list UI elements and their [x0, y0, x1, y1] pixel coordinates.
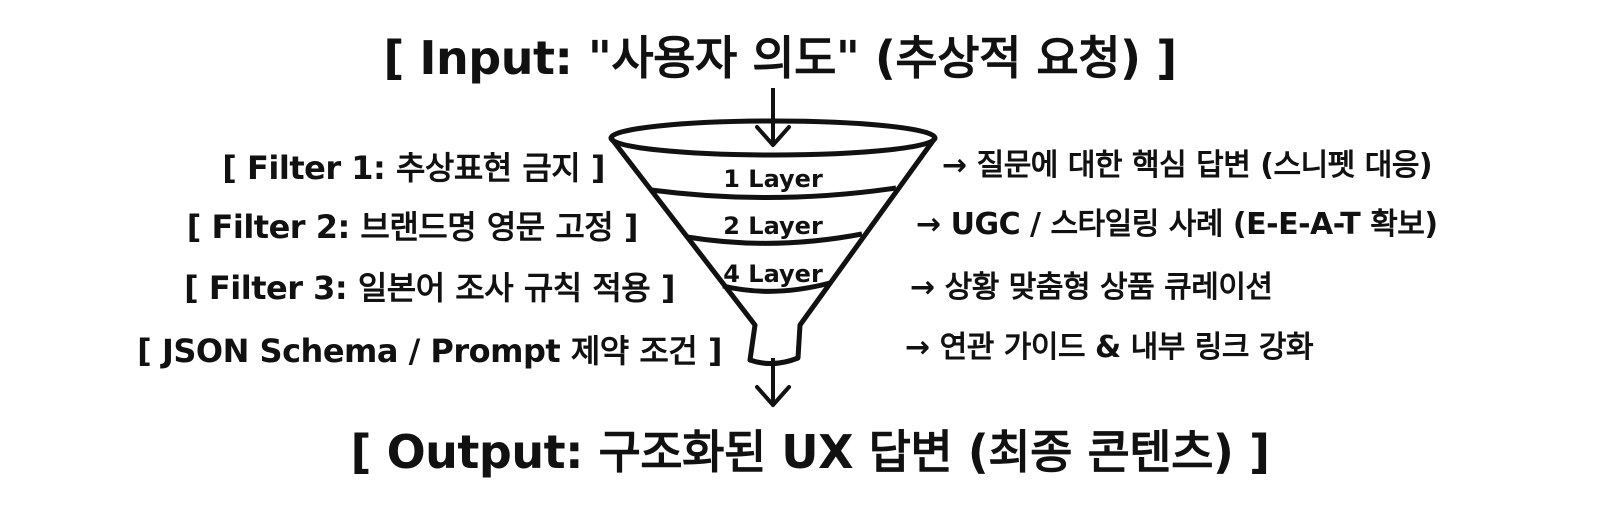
layer-label-3: 4 Layer — [723, 260, 823, 288]
input-arrow — [755, 88, 791, 147]
result-item-3: → 상황 맞춤형 상품 큐레이션 — [910, 268, 1273, 308]
result-item-1: → 질문에 대한 핵심 답변 (스니펫 대응) — [942, 146, 1433, 186]
right-arrow-icon: → — [905, 330, 930, 365]
result-item-2: → UGC / 스타일링 사례 (E-E-A-T 확보) — [916, 205, 1438, 245]
layer-label-2: 2 Layer — [723, 212, 823, 240]
output-title: [ Output: 구조화된 UX 답변 (최종 콘텐츠) ] — [350, 425, 1270, 479]
filter-label-4: [ JSON Schema / Prompt 제약 조건 ] — [137, 332, 722, 370]
layer-label-1: 1 Layer — [723, 165, 823, 193]
filter-label-1: [ Filter 1: 추상표현 금지 ] — [222, 149, 605, 187]
filter-label-2: [ Filter 2: 브랜드명 영문 고정 ] — [186, 208, 639, 246]
right-arrow-icon: → — [942, 148, 967, 183]
result-label-4: 연관 가이드 & 내부 링크 강화 — [939, 330, 1314, 365]
result-label-1: 질문에 대한 핵심 답변 (스니펫 대응) — [976, 148, 1433, 183]
result-label-3: 상황 맞춤형 상품 큐레이션 — [944, 270, 1273, 305]
layer-divider-1 — [650, 185, 897, 200]
layer-divider-2 — [686, 231, 863, 246]
input-title: [ Input: "사용자 의도" (추상적 요청) ] — [383, 31, 1177, 85]
result-label-2: UGC / 스타일링 사례 (E-E-A-T 확보) — [950, 207, 1439, 242]
right-arrow-icon: → — [910, 270, 935, 305]
result-item-4: → 연관 가이드 & 내부 링크 강화 — [905, 328, 1314, 368]
layer-divider-3 — [722, 280, 831, 294]
right-arrow-icon: → — [916, 207, 941, 242]
filter-label-3: [ Filter 3: 일본어 조사 규칙 적용 ] — [184, 269, 675, 307]
output-arrow — [755, 358, 791, 407]
